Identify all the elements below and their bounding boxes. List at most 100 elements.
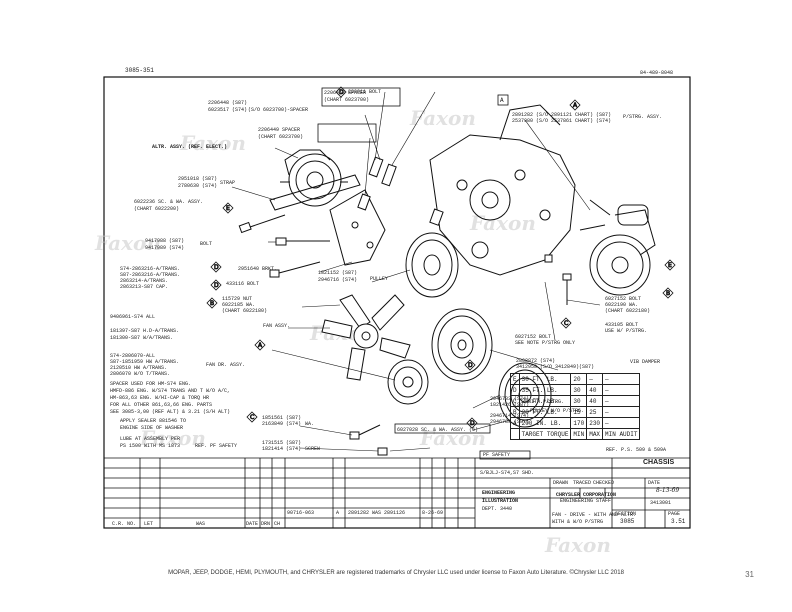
callout-nut-1: 115729 NUT — [222, 296, 253, 302]
ref-ps: REF. P.S. 509 & 509A — [606, 447, 667, 453]
callout-spacer-pair-2: 6023517 (S74) — [208, 107, 248, 113]
torque-cell-min: 170 — [570, 417, 588, 429]
svg-text:B: B — [210, 300, 214, 307]
svg-text:Faxon: Faxon — [94, 231, 161, 255]
callout-ps-bolt-1: 2891282 (S/O 2891121 CHART) (S87) — [512, 112, 612, 118]
callout-wa-label: WA. — [305, 421, 315, 427]
torque-header-audit: MIN AUDIT — [602, 428, 641, 440]
svg-text:Faxon: Faxon — [469, 211, 536, 235]
rev-header-let: LET — [144, 521, 154, 527]
note-line-5: SEE 3085-3,00 (REF ALT) & 3.21 (S/H ALT) — [110, 409, 231, 415]
fan-drive — [387, 359, 429, 405]
torque-cell-min: 15 — [570, 406, 588, 418]
page-number: 31 — [745, 570, 754, 579]
title-description-2: WITH & W/O P/STRG — [552, 519, 604, 525]
svg-text:D: D — [339, 89, 344, 96]
torque-cell-audit: — — [602, 373, 641, 385]
callout-ps-bolt-3: 6027152 BOLT — [605, 296, 642, 302]
torque-cell-max: 40 — [586, 384, 604, 396]
svg-text:D: D — [468, 362, 473, 369]
callout-ps-bolt-6: USE W/ P/STRG. — [605, 328, 648, 334]
lube-spec: PS 1500 WITH MS 1873 — [120, 443, 181, 449]
svg-text:Faxon: Faxon — [409, 106, 476, 130]
callout-strap-1: 2951018 (S87) — [178, 176, 218, 182]
bracket — [329, 189, 386, 266]
rev-header-ch: CH — [274, 521, 281, 527]
callout-ps-assy: P/STRG. ASSY. — [623, 114, 663, 120]
callout-ps-bolt-4: 6022190 WA. — [605, 302, 639, 308]
section-letter: A — [500, 97, 504, 104]
rev-header-cr: C.R. NO. — [112, 521, 137, 527]
callout-screw-1: 6022236 SC. & WA. ASSY. — [134, 199, 204, 205]
callout-gap-2: S87-2863216-A/TRANS. — [120, 272, 181, 278]
svg-text:D: D — [214, 264, 219, 271]
torque-cell-letter: E — [510, 373, 520, 385]
svg-text:C: C — [564, 320, 568, 327]
callout-sc-wa-assy: 6027028 SC. & WA. ASSY. (6) — [397, 427, 479, 433]
torque-header-max: MAX — [586, 428, 604, 440]
title-eng-ill-1: ENGINEERING — [482, 490, 516, 496]
callout-pulley-2: 2946716 (S74) — [318, 277, 358, 283]
svg-text:E: E — [668, 262, 672, 269]
rev-header-date: DATE — [246, 521, 259, 527]
svg-text:Faxon: Faxon — [419, 426, 486, 450]
callout-damper-1: 2808872 (S74) — [516, 358, 556, 364]
callout-gap-3: 2863214-A/TRANS. — [120, 278, 169, 284]
callout-bolt-so-2: SEE NOTE P/STRG ONLY — [515, 340, 576, 346]
svg-text:Faxon: Faxon — [139, 426, 206, 450]
torque-cell-audit: — — [602, 384, 641, 396]
pulley — [405, 232, 459, 298]
callout-pulley-ps-3: 2946714 (S74) — [490, 413, 530, 419]
sealer-note-1: APPLY SEALER 881546 TO — [120, 418, 187, 424]
footer-trademark: MOPAR, JEEP, DODGE, HEMI, PLYMOUTH, and … — [168, 570, 624, 576]
title-section-label: SECTION — [615, 511, 637, 517]
title-corp-1: CHRYSLER CORPORATION — [556, 492, 617, 498]
torque-cell-letter: D — [510, 384, 520, 396]
rev-1-sym: A — [336, 510, 340, 516]
callout-fan-dr-1: S74-2806070-ALL — [110, 353, 156, 359]
svg-text:Faxon: Faxon — [179, 131, 246, 155]
title-checked: CHECKED — [593, 480, 615, 486]
callout-pulley-label: PULLEY — [370, 276, 389, 282]
callout-bolt-220911: 220911 BOLT — [348, 89, 382, 95]
title-page: 3.51 — [671, 518, 686, 525]
torque-cell-min: 20 — [570, 373, 588, 385]
callout-nut-chart: (CHART 6022180) — [222, 308, 268, 314]
callout-screw-1-chart: (CHART 6022200) — [134, 206, 180, 212]
callout-brkt: 2951640 BRKT. — [238, 266, 278, 272]
svg-text:E: E — [226, 205, 230, 212]
callout-gap-1: S74-2863216-A/TRANS. — [120, 266, 181, 272]
torque-cell-min: 30 — [570, 395, 588, 407]
title-pf-safety: PF SAFETY — [483, 452, 511, 458]
torque-cell-audit: — — [602, 406, 641, 418]
callout-fan-assy: FAN ASSY. — [263, 323, 291, 329]
svg-text:B: B — [666, 290, 670, 297]
torque-cell-letter: A — [510, 417, 520, 429]
title-drawn: DRAWN — [553, 480, 569, 486]
torque-cell-torque: 20 FT. LB. — [518, 395, 572, 407]
callout-nut-2: 6022185 WA. — [222, 302, 256, 308]
strap-bar — [269, 174, 361, 211]
callout-pulley-ps-1: 2946733 (S74) — [490, 396, 530, 402]
ref-safety: REF. PF SAFETY — [195, 443, 238, 449]
top-right-code: 84-489-8048 — [640, 70, 674, 76]
title-part-number: 3413001 — [650, 500, 672, 506]
callout-spacer-top-chart: (CHART 6023700) — [324, 97, 370, 103]
torque-cell-torque: 30 FT. LB. — [518, 373, 572, 385]
callout-alt-assy: ALTR. ASSY. (REF. ELECT.) — [152, 144, 228, 150]
top-left-note: 3085-351 — [125, 67, 154, 74]
svg-text:A: A — [573, 102, 578, 109]
callout-bolt-label: BOLT — [200, 241, 213, 247]
callout-damper-2: 3412958 (S/O 3412849)(S87) — [516, 364, 595, 370]
callout-bolt-433116: 433116 BOLT — [226, 281, 260, 287]
note-line-3: HM-863,63 ENG. W/HI-CAP & TORQ HR — [110, 395, 210, 401]
svg-text:A: A — [258, 342, 263, 349]
torque-header-blank — [510, 428, 520, 440]
